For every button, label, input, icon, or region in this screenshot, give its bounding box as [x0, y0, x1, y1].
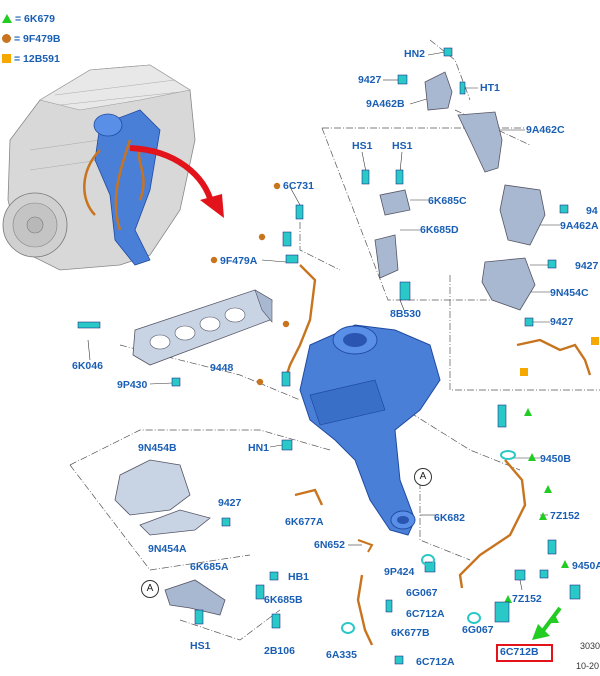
part-label-9a462c: 9A462C	[526, 124, 565, 136]
green-pointer-arrow	[532, 606, 562, 640]
part-label-7z152: 7Z152	[550, 510, 580, 522]
part-label-6n652: 6N652	[314, 539, 345, 551]
part-label-6k677b: 6K677B	[391, 627, 430, 639]
engine-overview-illustration	[2, 64, 196, 271]
orange-dot-icon	[2, 34, 11, 43]
fasteners	[77, 47, 581, 665]
yellow-square-icon	[2, 54, 11, 63]
callout-a: A	[141, 580, 159, 598]
red-pointer-arrow	[129, 145, 215, 206]
part-label-6c712a: 6C712A	[406, 608, 445, 620]
part-label-6k685d: 6K685D	[420, 224, 459, 236]
callout-a: A	[414, 468, 432, 486]
part-label-hs1: HS1	[392, 140, 413, 152]
marker-12b591-squares	[520, 337, 599, 376]
part-label-9450b: 9450B	[540, 453, 571, 465]
gasket-6n652	[357, 539, 374, 553]
legend-9f479b: = 9F479B	[2, 33, 60, 47]
part-label-9a462a: 9A462A	[560, 220, 599, 232]
part-label-7z152: 7Z152	[512, 593, 542, 605]
turbocharger-assembly	[299, 324, 441, 536]
part-label-9a462b: 9A462B	[366, 98, 405, 110]
brackets-6k685	[374, 189, 411, 279]
legend-12b591: = 12B591	[2, 53, 60, 67]
part-label-6k677a: 6K677A	[285, 516, 324, 528]
part-label-9427: 9427	[575, 260, 599, 272]
drawing-reference-number: 3030	[580, 641, 600, 651]
part-label-6g067: 6G067	[406, 587, 438, 599]
part-label-9n454c: 9N454C	[550, 287, 589, 299]
part-label-6c712b-highlighted: 6C712B	[500, 646, 539, 658]
part-label-9427: 9427	[358, 74, 382, 86]
highlighted-part-frame	[496, 644, 553, 662]
part-label-hs1: HS1	[190, 640, 211, 652]
part-label-9n454a: 9N454A	[148, 543, 187, 555]
part-label-6k682: 6K682	[434, 512, 465, 524]
part-label-9n454b: 9N454B	[138, 442, 177, 454]
part-label-9f479a: 9F479A	[220, 255, 258, 267]
part-label-2b106: 2B106	[264, 645, 295, 657]
part-label-9p430: 9P430	[117, 379, 148, 391]
part-label-9427: 9427	[218, 497, 242, 509]
part-label-hn2: HN2	[404, 48, 426, 60]
part-label-6k046: 6K046	[72, 360, 103, 372]
part-label-94: 94	[586, 205, 598, 217]
part-label-6a335: 6A335	[326, 649, 357, 661]
oil-coolant-pipes	[283, 264, 592, 646]
marker-9f479b-dots	[210, 182, 290, 386]
green-triangle-icon	[2, 14, 12, 23]
ring-seals	[341, 450, 516, 634]
part-label-ht1: HT1	[480, 82, 500, 94]
part-label-9450a: 9450A	[572, 560, 600, 572]
heat-shields-lower-left	[114, 459, 211, 536]
part-label-6g067: 6G067	[462, 624, 494, 636]
drawing-reference-date: 10-20	[576, 661, 600, 671]
part-label-hn1: HN1	[248, 442, 270, 454]
part-label-6k685a: 6K685A	[190, 561, 229, 573]
part-label-9427: 9427	[550, 316, 574, 328]
part-label-hb1: HB1	[288, 571, 310, 583]
part-label-6c731: 6C731	[283, 180, 314, 192]
part-label-9p424: 9P424	[384, 566, 415, 578]
part-label-6c712a: 6C712A	[416, 656, 455, 668]
part-label-6k685c: 6K685C	[428, 195, 467, 207]
part-label-9448: 9448	[210, 362, 234, 374]
bracket-6k685a	[164, 579, 226, 616]
part-label-hs1: HS1	[352, 140, 373, 152]
part-label-8b530: 8B530	[390, 308, 421, 320]
heat-shields-upper	[424, 71, 546, 311]
exhaust-gasket-9448	[132, 289, 273, 366]
legend-6k679: = 6K679	[2, 13, 55, 27]
marker-6k679-triangles	[504, 408, 569, 623]
part-label-6k685b: 6K685B	[264, 594, 303, 606]
